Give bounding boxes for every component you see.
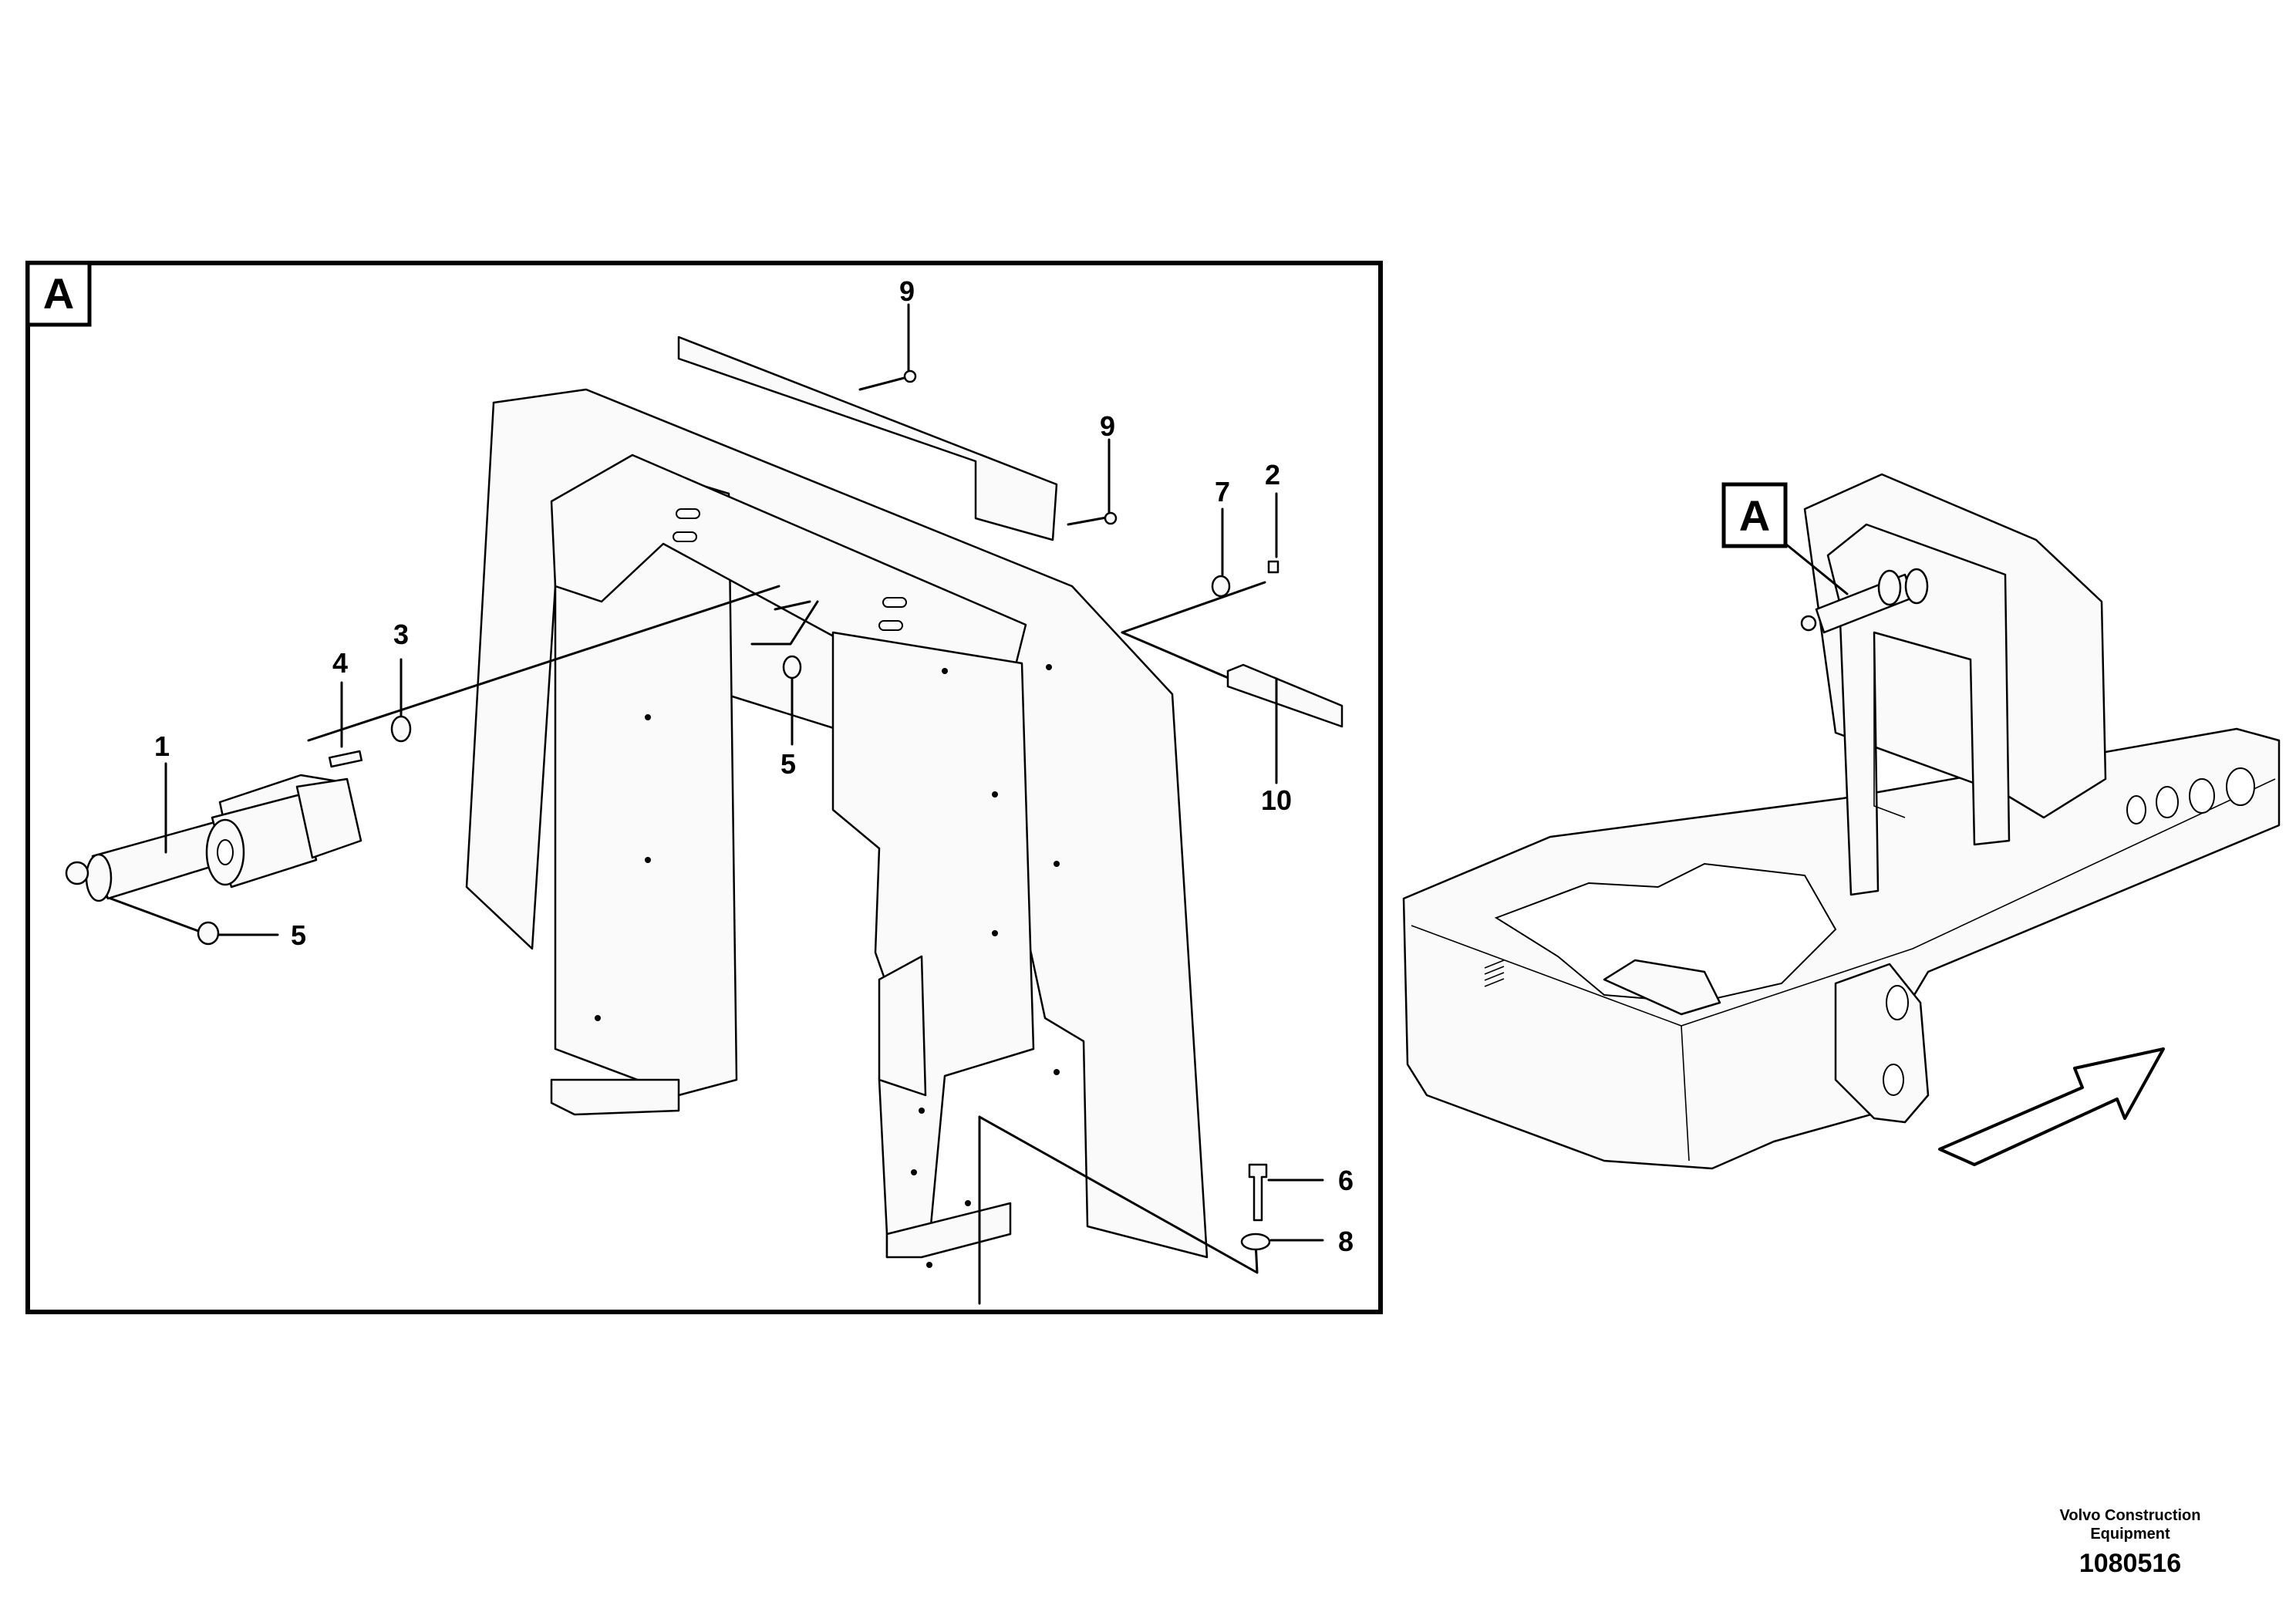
callout-actuator: 1 <box>154 730 170 762</box>
clip-lower <box>197 921 220 946</box>
callout-washer: 3 <box>393 619 409 650</box>
callout-pin: 4 <box>332 647 348 679</box>
overview-badge-label: A <box>1739 491 1770 540</box>
detail-badge-label: A <box>43 269 74 318</box>
callout-stubs <box>164 303 1324 1242</box>
washer <box>390 715 412 743</box>
washer-upper <box>1211 575 1231 598</box>
overview-frame <box>1826 523 2011 896</box>
callout-rivet-top: 9 <box>899 275 915 307</box>
callout-screw-top: 2 <box>1265 459 1280 491</box>
overview-badge-box <box>1721 482 1788 548</box>
detail-frame <box>25 261 1383 1314</box>
rivet-mid <box>1104 511 1118 525</box>
callout-clip-upper: 5 <box>781 748 796 780</box>
callout-washer-upper: 7 <box>1215 476 1230 508</box>
callout-clip-lower: 5 <box>291 919 306 951</box>
clip-upper <box>782 655 802 679</box>
chassis <box>1402 727 2281 1170</box>
callout-rivet-mid: 9 <box>1100 410 1115 442</box>
callout-bolt: 6 <box>1338 1165 1354 1196</box>
callout-washer-lower: 8 <box>1338 1226 1354 1257</box>
overview-badge-leader <box>1784 542 1849 595</box>
strip <box>1226 663 1344 728</box>
screw-top <box>1267 560 1279 574</box>
washer-lower <box>1240 1233 1271 1251</box>
footer-block: Volvo Construction Equipment 1080516 <box>2041 1506 2219 1580</box>
rivet-top <box>903 369 917 383</box>
pin <box>328 750 363 768</box>
bolt <box>1248 1163 1268 1222</box>
company-name-line2: Equipment <box>2090 1526 2170 1543</box>
frame-holes <box>595 508 1060 1268</box>
drawing-number: 1080516 <box>2079 1549 2182 1578</box>
callout-strip: 10 <box>1261 784 1292 816</box>
bracket-plate <box>878 955 927 1097</box>
leader-lines <box>99 375 1266 1305</box>
detail-badge-box <box>25 261 92 327</box>
rail-holes <box>2126 767 2255 824</box>
actuator <box>65 774 362 902</box>
left-foot <box>550 1078 680 1116</box>
right-upright <box>831 631 1035 1259</box>
detail-view-a: A <box>25 261 1383 1314</box>
direction-arrow <box>1938 1047 2165 1166</box>
company-name-line1: Volvo Construction <box>2059 1507 2201 1524</box>
vent-grille <box>1484 959 1505 987</box>
overview-view: A <box>1402 473 2281 1170</box>
rear-panel <box>677 336 1058 541</box>
